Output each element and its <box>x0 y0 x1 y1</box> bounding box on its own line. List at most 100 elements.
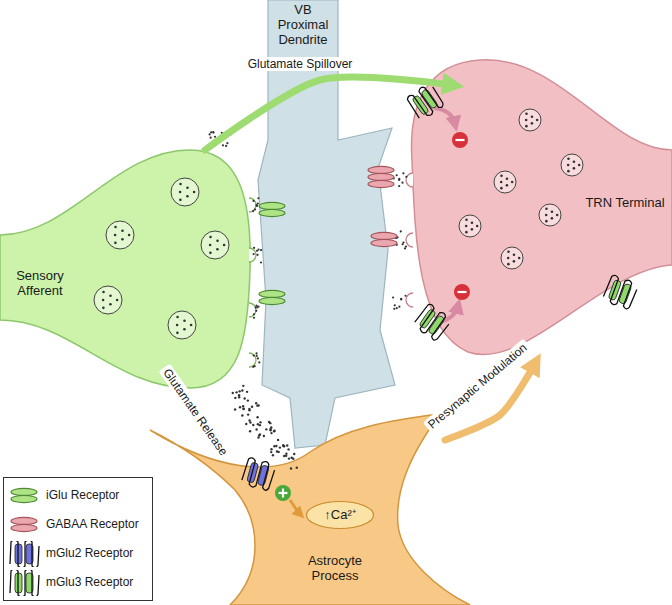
receptor-chain <box>10 570 39 596</box>
vesicle-content <box>567 170 570 173</box>
vesicle-content <box>102 307 105 310</box>
legend-text: GABAA Receptor <box>46 517 139 532</box>
glutamate-dot <box>232 392 234 394</box>
transmitter-dot <box>252 210 254 212</box>
release-site <box>406 293 413 307</box>
glutamate-dot <box>273 430 275 432</box>
transmitter-dot <box>402 172 404 174</box>
glutamate-dot <box>282 445 284 447</box>
synaptic-vesicle <box>94 286 122 314</box>
transmitter-dot <box>392 296 394 298</box>
glutamate-dot <box>283 445 285 447</box>
transmitter-dot <box>255 307 257 309</box>
vesicle-content <box>556 214 559 217</box>
vesicle-content <box>567 164 570 167</box>
receptor-disk <box>259 202 285 209</box>
glutamate-dot <box>248 408 250 410</box>
vesicle-content <box>471 228 474 231</box>
transmitter-dot <box>257 202 259 204</box>
receptor-chain <box>241 457 276 492</box>
inhibition-sign <box>454 284 470 300</box>
vesicle-content <box>507 257 510 260</box>
vesicle-content <box>545 214 548 217</box>
vesicle-membrane <box>561 154 583 176</box>
glutamate-dot <box>248 419 250 421</box>
glutamate-dot <box>257 436 259 438</box>
glutamate-dot <box>247 413 249 415</box>
glutamate-dot <box>234 397 236 399</box>
glutamate-dot <box>241 414 243 416</box>
legend-row: mGlu3 Receptor <box>4 568 152 597</box>
transmitter-dot <box>396 174 398 176</box>
glutamate-dot <box>285 454 287 456</box>
vesicle-content <box>511 181 514 184</box>
glutamate-dot <box>242 408 244 410</box>
glutamate-dot <box>285 452 287 454</box>
vesicle-content <box>545 207 548 210</box>
vesicle-content <box>183 319 186 322</box>
sign-disc <box>275 485 291 501</box>
vesicle-content <box>567 157 570 160</box>
vesicle-content <box>500 181 503 184</box>
receptor-disk <box>11 517 37 524</box>
transmitter-dot <box>398 306 400 308</box>
vesicle-content <box>525 119 528 122</box>
transmitter-dot <box>393 308 395 310</box>
receptor-disk <box>259 209 285 216</box>
glutamate-dot <box>272 454 274 456</box>
transmitter-dot <box>400 298 402 300</box>
vesicle-membrane <box>171 178 199 206</box>
vesicle-content <box>209 244 212 247</box>
receptor-disk <box>368 166 394 173</box>
vesicle-content <box>216 239 219 242</box>
transmitter-dot <box>209 133 211 135</box>
node-text: Sensory Afferent <box>2 268 78 298</box>
receptor-disk <box>371 232 397 239</box>
pathway-arrow <box>205 77 451 150</box>
synaptic-vesicle <box>171 178 199 206</box>
vesicle-content <box>500 174 503 177</box>
glutamate-dot <box>268 421 270 423</box>
glutamate-dot <box>287 448 289 450</box>
transmitter-dot <box>257 357 259 359</box>
glutamate-dot <box>255 428 257 430</box>
vesicle-content <box>465 218 468 221</box>
node-text: VB Proximal Dendrite <box>270 2 336 47</box>
glutamate-dot <box>242 405 244 407</box>
transmitter-dot <box>405 176 407 178</box>
calcium-pool: ↑Ca²⁺ <box>305 500 375 530</box>
vesicle-content <box>128 234 131 237</box>
glutamate-dot <box>277 439 279 441</box>
legend-sample <box>8 541 40 567</box>
vesicle-content <box>121 229 124 232</box>
transmitter-dot <box>396 307 398 309</box>
transmitter-dot <box>260 249 262 251</box>
transmitter-dot <box>222 144 224 146</box>
astrocyte-process: Astrocyte Process ↑Ca²⁺ <box>160 440 460 605</box>
release-site <box>249 248 256 262</box>
vesicle-content <box>573 167 576 170</box>
vesicle-content <box>183 328 186 331</box>
transmitter-dot <box>257 197 259 199</box>
vesicle-content <box>518 257 521 260</box>
glutamate-dot <box>243 397 245 399</box>
glutamate-dot <box>265 428 267 430</box>
sign-disc <box>454 284 470 300</box>
glutamate-dot <box>252 424 254 426</box>
glutamate-dot <box>238 390 240 392</box>
legend-sample <box>8 483 40 509</box>
node-text: Astrocyte Process <box>295 553 375 583</box>
vesicle-content <box>109 303 112 306</box>
vesicle-content <box>525 125 528 128</box>
glutamate-dot <box>288 457 290 459</box>
transmitter-dot <box>258 361 260 363</box>
transmitter-dot <box>253 354 255 356</box>
synaptic-vesicle <box>494 171 516 193</box>
transmitter-dot <box>226 142 228 144</box>
inhibition-sign <box>452 132 468 148</box>
vesicle-content <box>179 183 182 186</box>
vesicle-content <box>121 238 124 241</box>
receptor-disk <box>11 488 37 495</box>
transmitter-dot <box>256 254 258 256</box>
transmitter-dot <box>254 365 256 367</box>
